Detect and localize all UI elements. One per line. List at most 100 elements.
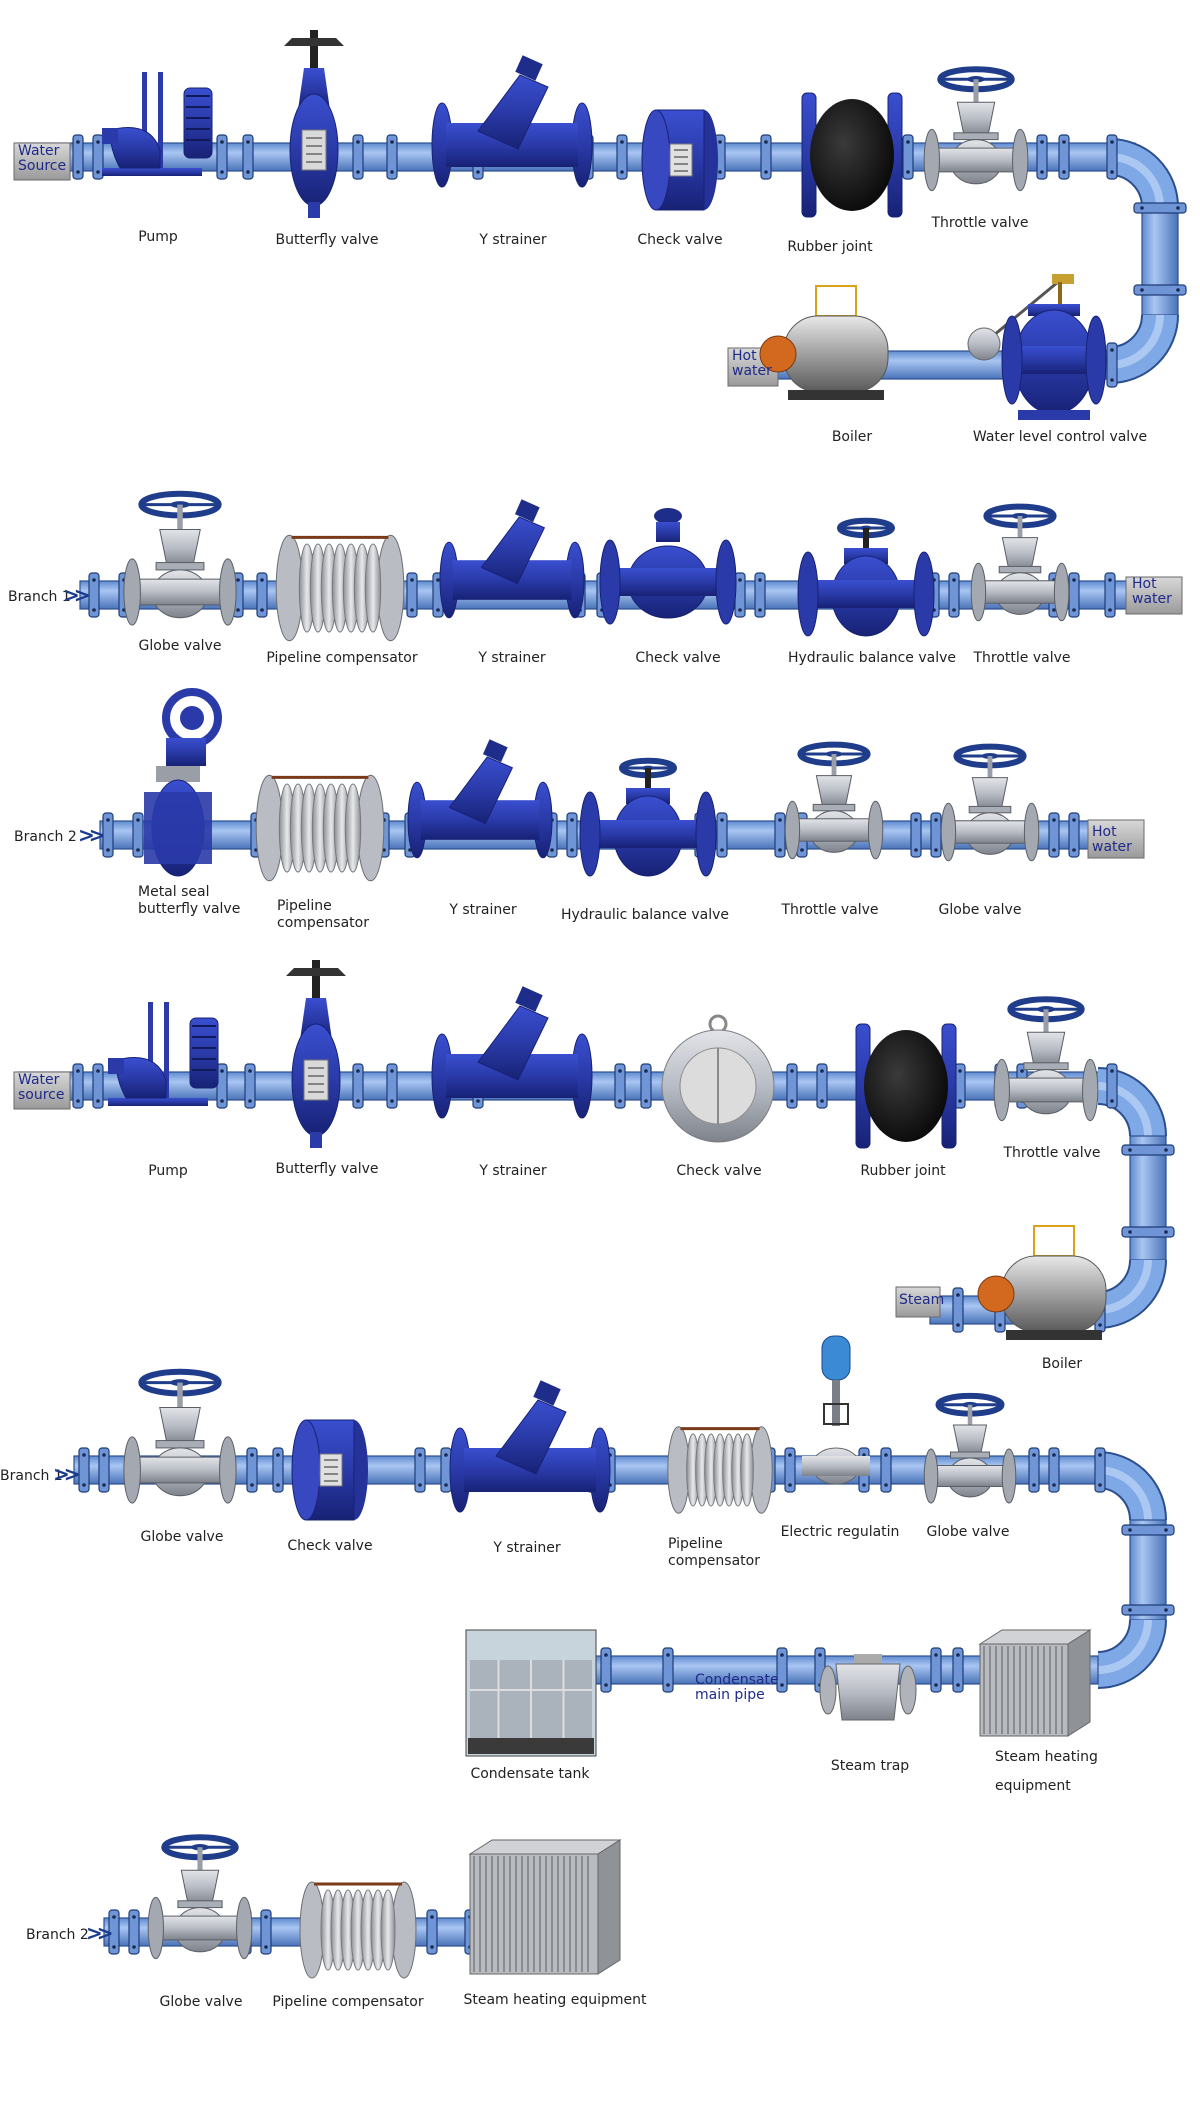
pipe-flange bbox=[92, 134, 104, 180]
pipe-flange bbox=[760, 134, 772, 180]
pipe-flange bbox=[386, 134, 398, 180]
throttle-valve bbox=[784, 741, 884, 860]
hydraulic-balance-valve bbox=[797, 517, 935, 637]
hydraulic-balance-valve-label: Hydraulic balance valve bbox=[560, 907, 730, 923]
check-valve-label: Check valve bbox=[635, 650, 721, 666]
pipe-flange bbox=[260, 1909, 272, 1955]
pipe-flange bbox=[386, 1063, 398, 1109]
pipe-segment bbox=[1141, 206, 1179, 316]
pipe-flange bbox=[216, 134, 228, 180]
pipe-flange bbox=[784, 1447, 796, 1493]
pipe-flange bbox=[1058, 134, 1070, 180]
pipeline-compensator bbox=[299, 1881, 417, 1979]
boiler bbox=[759, 285, 889, 400]
pipe-elbow bbox=[1097, 1259, 1152, 1314]
pipe-flange bbox=[98, 1447, 110, 1493]
pipe-end-tag bbox=[1087, 819, 1145, 859]
y-strainer-label: Y strainer bbox=[478, 650, 546, 666]
pipe-flange bbox=[1106, 134, 1118, 180]
pipe-flange bbox=[1133, 202, 1187, 214]
pipe-flange bbox=[128, 1909, 140, 1955]
pipe-flange bbox=[272, 1447, 284, 1493]
pipe-flange bbox=[406, 572, 418, 618]
steam-heating-equipment bbox=[978, 1629, 1092, 1737]
branch-arrow-icon: >> bbox=[78, 823, 105, 847]
pipe-flange bbox=[256, 572, 268, 618]
pipe-flange bbox=[1121, 1226, 1175, 1238]
pipe-end-tag bbox=[13, 1071, 71, 1110]
check-valve bbox=[661, 1014, 775, 1143]
pipe-flange bbox=[948, 572, 960, 618]
pipe-flange bbox=[902, 134, 914, 180]
pipe-elbow bbox=[1109, 153, 1164, 208]
pipe-flange bbox=[1036, 134, 1048, 180]
pipe-flange bbox=[216, 1063, 228, 1109]
pipe-flange bbox=[102, 812, 114, 858]
pipe-flange bbox=[88, 572, 100, 618]
condensate-tank bbox=[465, 1629, 597, 1757]
butterfly-valve-label: Butterfly valve bbox=[275, 232, 379, 248]
pipe-flange bbox=[1068, 812, 1080, 858]
hydraulic-balance-valve-label: Hydraulic balance valve bbox=[787, 650, 957, 666]
y-strainer-label: Y strainer bbox=[479, 1163, 547, 1179]
y-strainer bbox=[431, 986, 593, 1119]
water-level-control-valve-label: Water level control valve bbox=[972, 429, 1148, 445]
pipe-flange bbox=[754, 572, 766, 618]
globe-valve bbox=[923, 1392, 1017, 1504]
pump bbox=[102, 72, 213, 176]
boiler-label: Boiler bbox=[1041, 1356, 1083, 1372]
butterfly-valve bbox=[284, 30, 344, 218]
y-strainer-label: Y strainer bbox=[493, 1540, 561, 1556]
check-valve-label: Check valve bbox=[287, 1538, 373, 1554]
pipe-flange bbox=[954, 1063, 966, 1109]
steam-heating-equipment bbox=[468, 1839, 622, 1975]
branch-2-label: Branch 2 bbox=[26, 1927, 89, 1943]
steam-heating-equipment-label: Steam heating equipment bbox=[463, 1992, 647, 2008]
pipe-flange bbox=[786, 1063, 798, 1109]
pipe-flange bbox=[1068, 572, 1080, 618]
pipe-flange bbox=[1121, 1524, 1175, 1536]
pump-label: Pump bbox=[148, 1163, 188, 1179]
pipeline-compensator-label: Pipeline compensator bbox=[272, 1994, 424, 2010]
check-valve bbox=[291, 1419, 368, 1521]
globe-valve bbox=[940, 743, 1040, 862]
y-strainer bbox=[431, 55, 593, 188]
pipe-end-tag bbox=[1125, 576, 1183, 615]
pipe-flange bbox=[600, 1647, 612, 1693]
pipe-flange bbox=[414, 1447, 426, 1493]
pipe-elbow bbox=[1109, 314, 1164, 369]
throttle-valve bbox=[923, 66, 1029, 192]
globe-valve-label: Globe valve bbox=[138, 638, 222, 654]
branch-arrow-icon: >> bbox=[63, 583, 90, 607]
steam-trap bbox=[819, 1654, 917, 1721]
pipe-flange bbox=[1106, 1063, 1118, 1109]
check-valve bbox=[599, 508, 737, 625]
pipe-flange bbox=[910, 812, 922, 858]
pipeline-compensator bbox=[667, 1426, 773, 1514]
pipeline-compensator bbox=[255, 774, 385, 882]
pipe-flange bbox=[426, 1909, 438, 1955]
check-valve-label: Check valve bbox=[637, 232, 723, 248]
pipe-flange bbox=[242, 134, 254, 180]
y-strainer bbox=[449, 1380, 611, 1513]
pipe-flange bbox=[1094, 1447, 1106, 1493]
pipe-flange bbox=[132, 812, 144, 858]
branch-1-label: Branch 1 bbox=[0, 1468, 63, 1484]
electric-regulatin-label: Electric regulatin bbox=[780, 1524, 900, 1540]
pipe-flange bbox=[776, 1647, 788, 1693]
pipe-flange bbox=[246, 1447, 258, 1493]
metal-seal-butterfly-valve bbox=[144, 688, 222, 877]
globe-valve-label: Globe valve bbox=[140, 1529, 224, 1545]
throttle-valve-label: Throttle valve bbox=[781, 902, 879, 918]
pipe-flange bbox=[1121, 1144, 1175, 1156]
pipe-flange bbox=[1028, 1447, 1040, 1493]
y-strainer-label: Y strainer bbox=[479, 232, 547, 248]
y-strainer bbox=[407, 739, 553, 859]
boiler bbox=[977, 1225, 1107, 1340]
pipe-segment bbox=[1129, 1135, 1167, 1261]
pipe-flange bbox=[72, 134, 84, 180]
check-valve bbox=[641, 109, 718, 211]
